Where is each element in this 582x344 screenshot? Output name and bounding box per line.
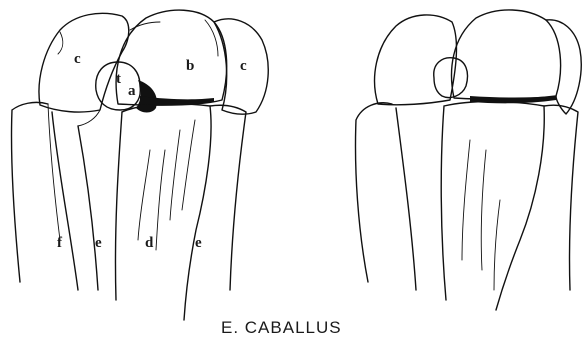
bone-e-left	[78, 112, 122, 300]
left-drawing: c b c t a f e d e	[11, 10, 268, 320]
right-central-bone	[441, 102, 544, 311]
label-f: f	[57, 235, 63, 251]
label-c-right: c	[240, 58, 247, 74]
carpal-b-detail	[130, 20, 218, 56]
right-carpal-left	[375, 15, 457, 105]
right-side-bone	[544, 105, 578, 290]
bone-d-shading	[138, 120, 195, 250]
label-t: t	[116, 71, 121, 87]
label-e-right: e	[195, 235, 202, 251]
bone-d-outline	[122, 104, 211, 320]
label-a: a	[128, 83, 136, 99]
label-c-left: c	[74, 51, 81, 67]
right-carpal-top	[452, 10, 561, 99]
right-outer-bone	[356, 103, 417, 290]
bone-e-right	[210, 105, 246, 290]
right-small-bone	[434, 58, 468, 98]
label-b: b	[186, 58, 194, 74]
right-drawing	[356, 10, 582, 310]
bone-f-outline	[11, 102, 78, 290]
label-e-left: e	[95, 235, 102, 251]
right-central-shading	[462, 140, 500, 290]
label-d: d	[145, 235, 154, 251]
figure-caption: E. CABALLUS	[221, 318, 342, 337]
